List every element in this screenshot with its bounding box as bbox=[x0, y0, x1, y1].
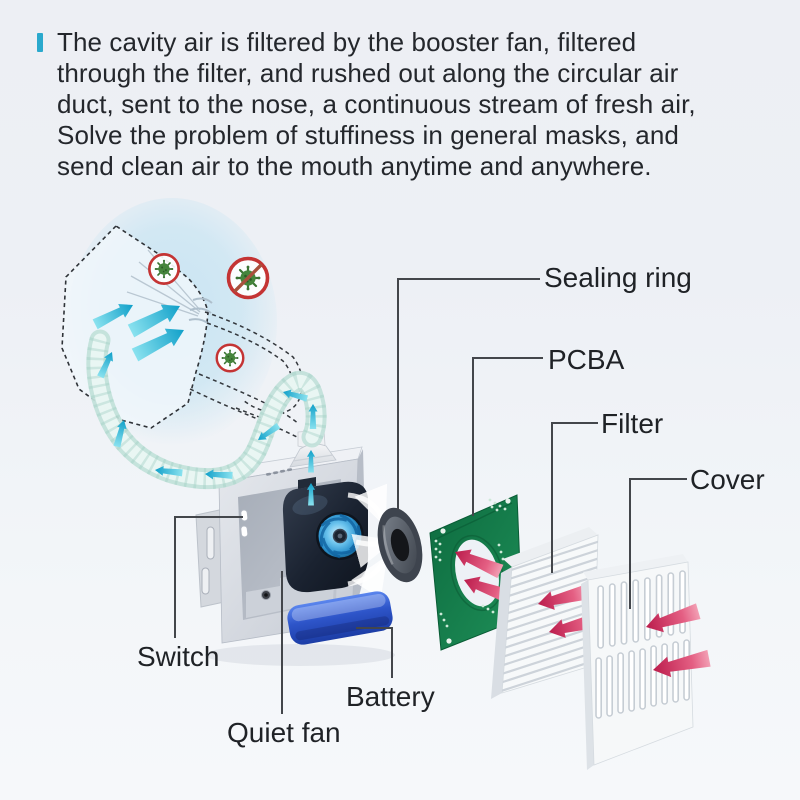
leader-battery bbox=[356, 627, 393, 678]
description-line: Solve the problem of stuffiness in gener… bbox=[57, 120, 679, 150]
charge-port-icon bbox=[261, 590, 271, 600]
label-switch: Switch bbox=[137, 641, 220, 672]
virus-blocked-icon bbox=[226, 256, 270, 300]
leader-switch bbox=[174, 516, 243, 638]
label-quiet-fan: Quiet fan bbox=[227, 717, 341, 748]
filter-panel bbox=[491, 527, 599, 699]
leader-sealing-ring bbox=[397, 278, 540, 510]
device-shadow bbox=[205, 644, 395, 666]
leader-lines bbox=[174, 278, 687, 714]
leader-filter bbox=[551, 422, 598, 573]
virus-blocked-icon bbox=[148, 253, 180, 285]
breathing-tube bbox=[86, 329, 327, 490]
description-line: through the filter, and rushed out along… bbox=[57, 58, 679, 88]
description-line: duct, sent to the nose, a continuous str… bbox=[57, 89, 696, 119]
accent-bar bbox=[37, 33, 43, 52]
description-line: The cavity air is filtered by the booste… bbox=[57, 27, 637, 57]
switch-buttons bbox=[240, 509, 249, 538]
description-block: The cavity air is filtered by the booste… bbox=[57, 27, 772, 182]
sealing-ring bbox=[377, 507, 423, 583]
label-battery: Battery bbox=[346, 681, 435, 712]
description-line: send clean air to the mouth anytime and … bbox=[57, 151, 652, 181]
label-cover: Cover bbox=[690, 464, 765, 495]
label-pcba: PCBA bbox=[548, 344, 625, 375]
solder-pads bbox=[434, 498, 507, 628]
battery bbox=[287, 591, 393, 645]
leader-pcba bbox=[472, 357, 543, 516]
vent-holes bbox=[266, 468, 293, 476]
mask-outline-dashed bbox=[61, 224, 209, 429]
virus-blocked-icon bbox=[215, 343, 245, 373]
cover-panel bbox=[581, 554, 694, 770]
label-filter: Filter bbox=[601, 408, 664, 439]
label-sealing-ring: Sealing ring bbox=[544, 262, 692, 293]
leader-cover bbox=[629, 478, 687, 609]
quiet-fan-blower bbox=[282, 477, 395, 599]
